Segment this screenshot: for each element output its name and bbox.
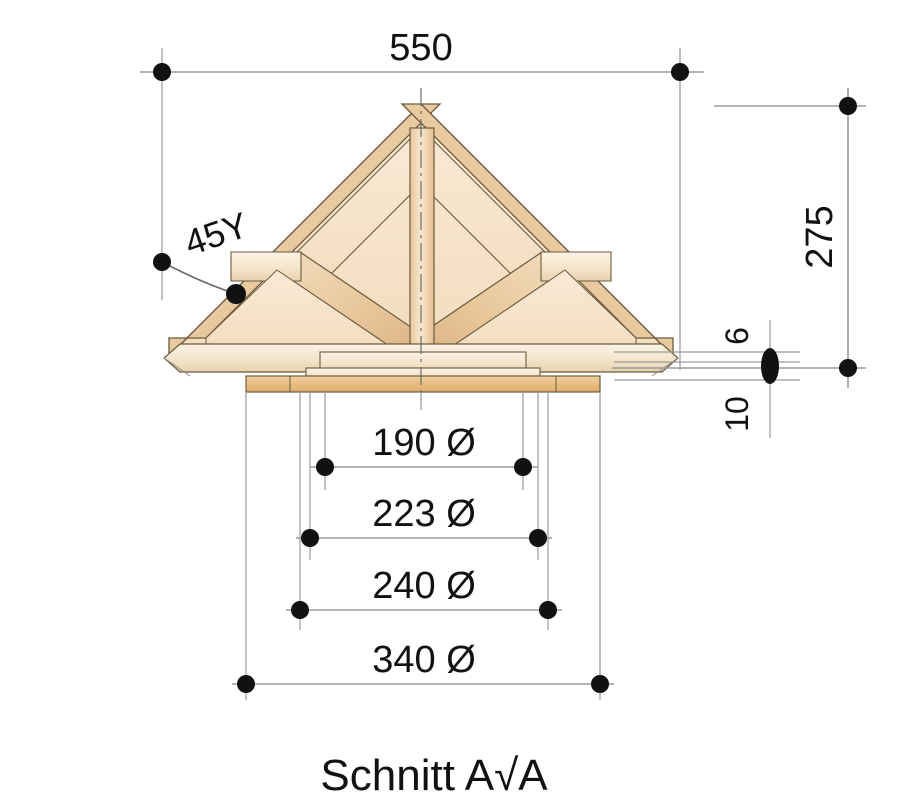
dimension-label-240: 240 Ø [372, 565, 476, 607]
dimension-label-550: 550 [389, 27, 452, 69]
dimension-label-190: 190 Ø [372, 422, 476, 464]
eave-tail-left [163, 357, 191, 377]
lower-extension-lines [245, 392, 601, 700]
dimension-label-6: 6 [719, 327, 755, 345]
dimension-diameter-223: 223 Ø [296, 493, 552, 547]
dimension-diameter-340: 340 Ø [232, 639, 614, 693]
drawing-caption: Schnitt A√A [320, 751, 548, 800]
dimension-dot-240-right [539, 601, 557, 619]
rafter-right [400, 103, 674, 358]
dimension-dot-550-right [671, 63, 689, 81]
dimension-dot-340-right [591, 675, 609, 693]
collar-stub-right [540, 251, 612, 282]
dimension-height-275: 275 [612, 88, 866, 388]
dimension-dot-550-left [153, 63, 171, 81]
king-post [409, 127, 435, 361]
dimension-label-223: 223 Ø [372, 493, 476, 535]
angle-leader-arc [161, 261, 237, 295]
dimension-thickness-group: 6 10 [614, 320, 800, 438]
dimension-label-340: 340 Ø [372, 639, 476, 681]
dimension-label-10: 10 [719, 396, 755, 432]
dimension-dot-190-right [514, 458, 532, 476]
dimension-dot-275-bottom [839, 359, 857, 377]
angle-dot-origin [153, 253, 171, 271]
collar-stub-left [230, 251, 302, 282]
dimension-dot-240-left [291, 601, 309, 619]
dimension-dot-190-left [316, 458, 334, 476]
dimension-overall-width: 550 [140, 27, 704, 370]
dimension-diameter-240: 240 Ø [286, 565, 562, 619]
dimension-label-275: 275 [799, 205, 841, 268]
dimension-dot-stack-thickness [761, 348, 779, 384]
ring-beam-bottom [245, 375, 601, 393]
dimension-dot-223-left [301, 529, 319, 547]
roof-truss-assembly [163, 103, 679, 393]
angle-dot-target [226, 284, 246, 304]
dimension-diameter-190: 190 Ø [310, 422, 538, 476]
eave-tail-right [651, 357, 679, 377]
dimension-dot-223-right [529, 529, 547, 547]
dimension-dot-275-top [839, 97, 857, 115]
dimension-dot-340-left [237, 675, 255, 693]
